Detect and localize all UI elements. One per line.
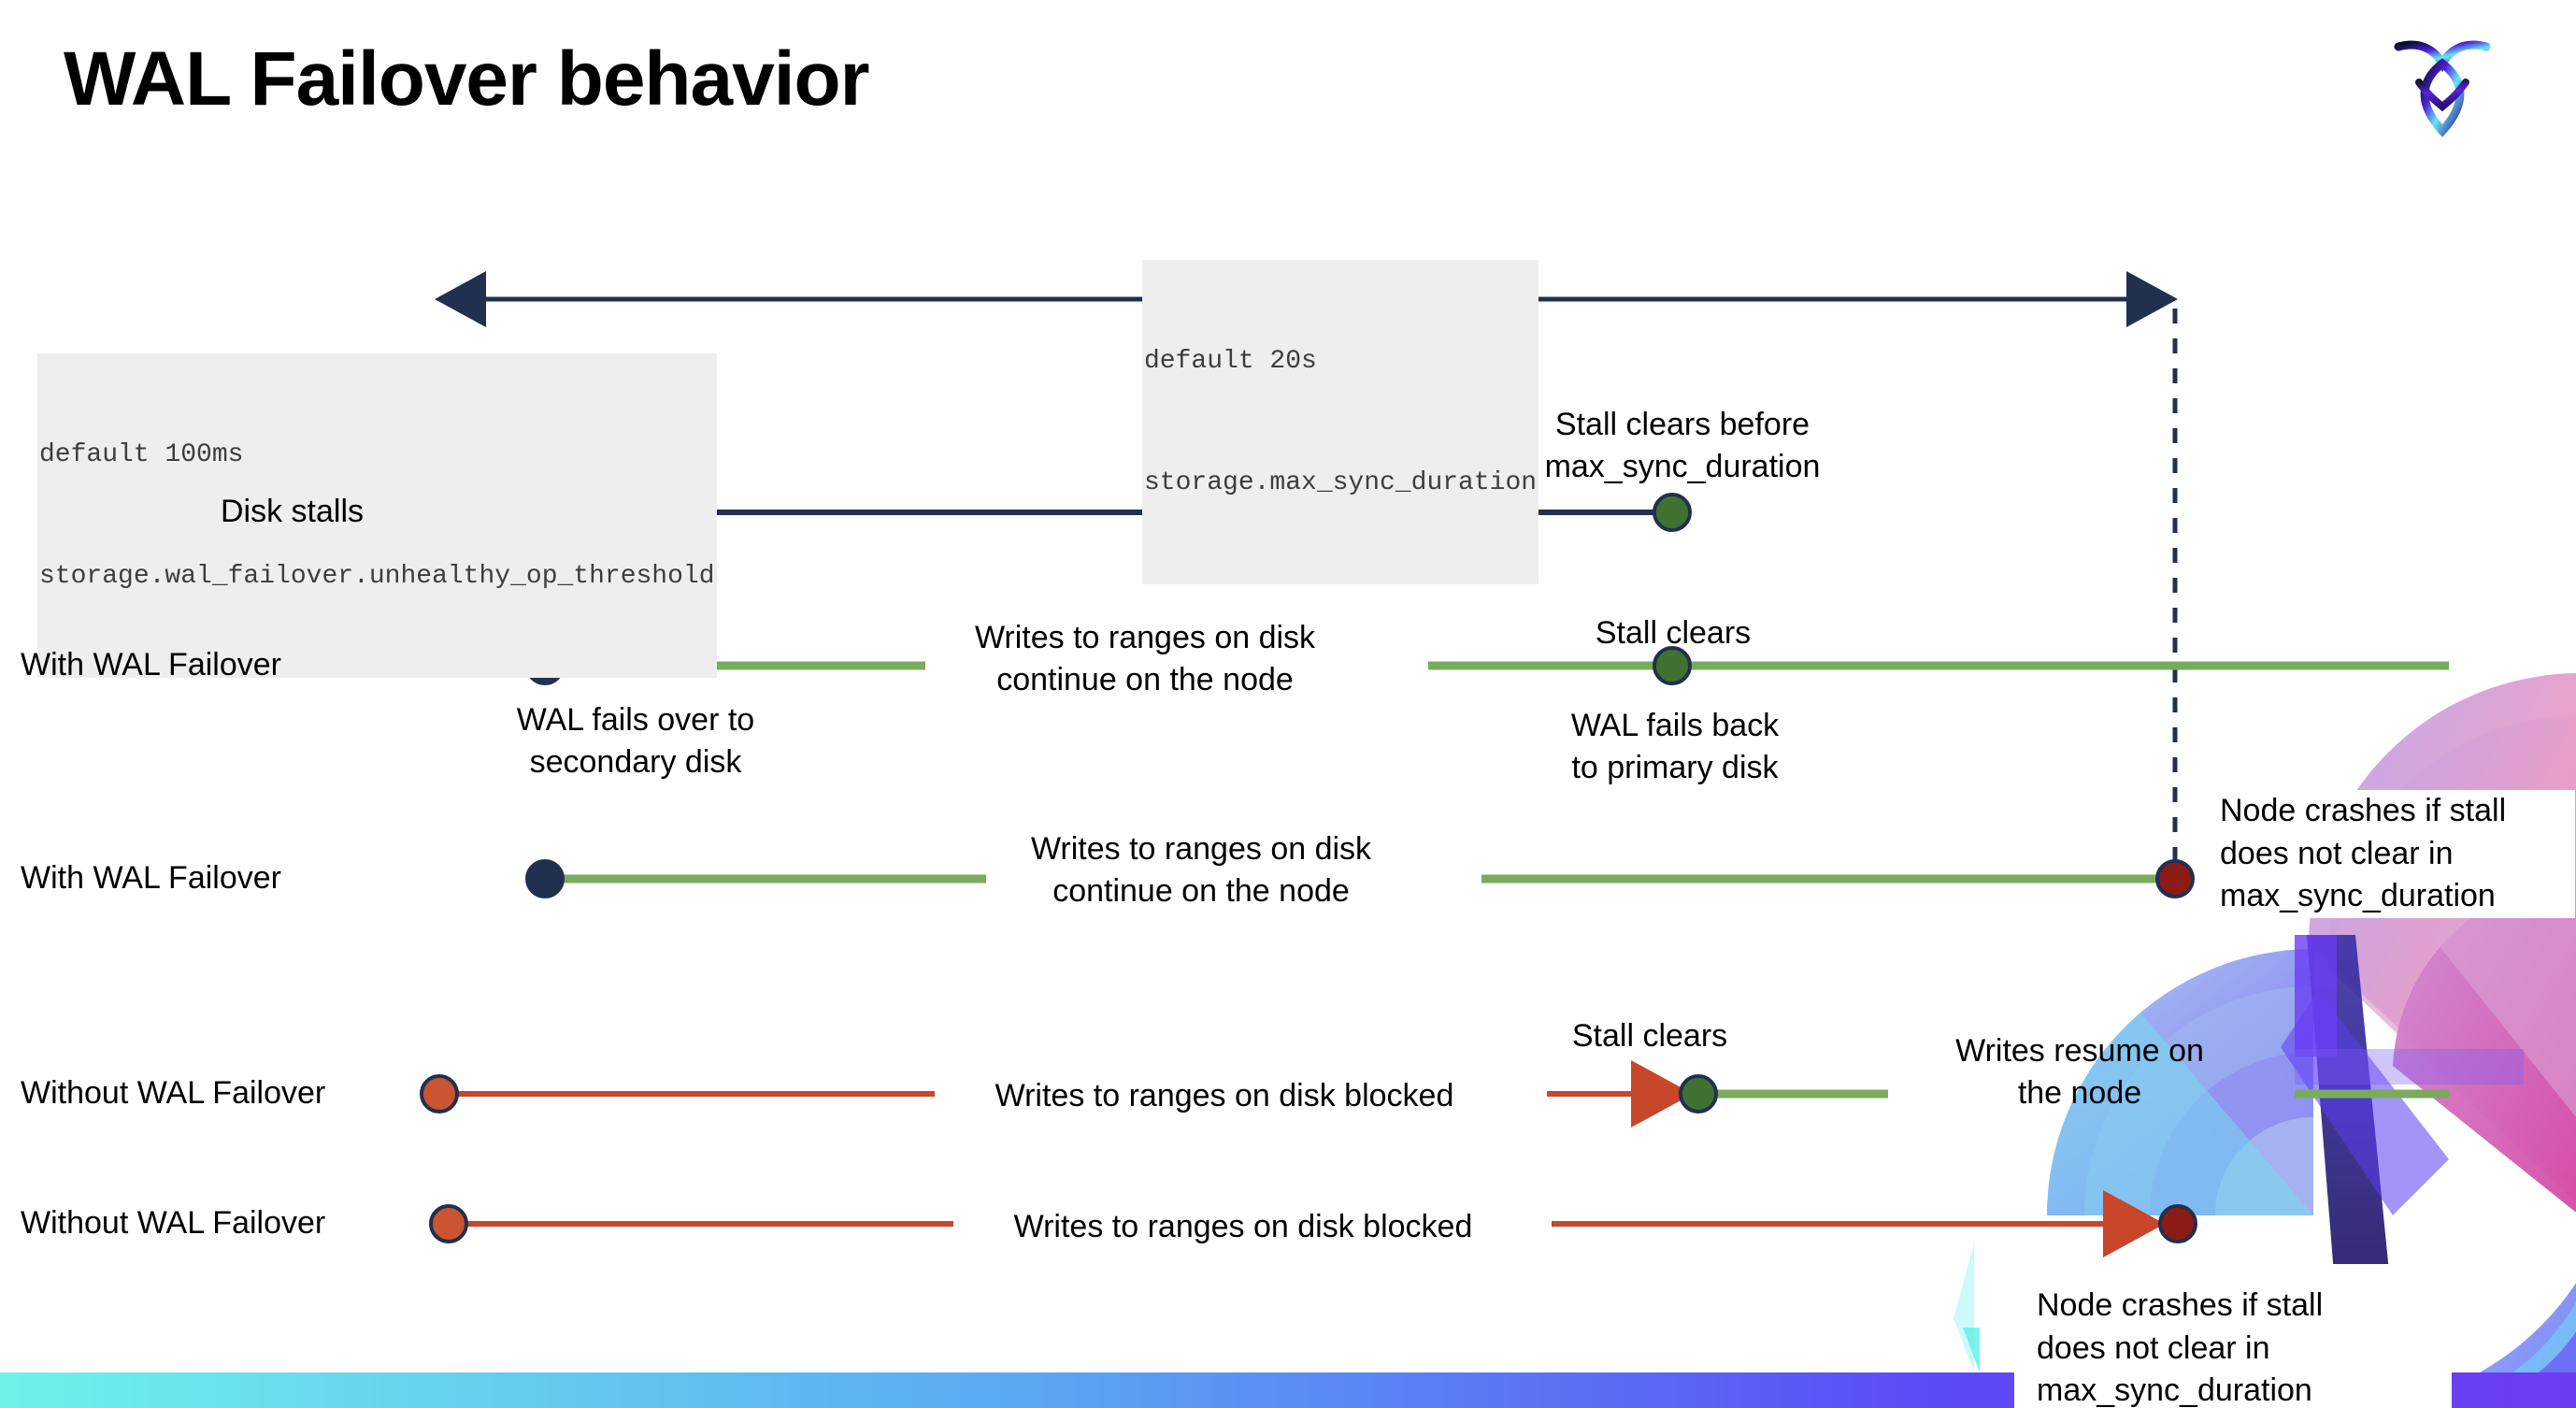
max-sync-duration-annotation: default 20s storage.max_sync_duration [1142, 260, 1539, 585]
note-writes-blocked-2: Writes to ranges on disk blocked [1013, 1209, 1473, 1244]
row-without-wal-failover-2-track [429, 1190, 2197, 1257]
marker-wal-fails-over-row3 [525, 859, 565, 898]
marker-node-crash-row5 [2158, 1204, 2197, 1243]
marker-stall-start-row5 [429, 1204, 468, 1243]
marker-node-crash-row3 [2155, 859, 2195, 898]
unhealthy-op-threshold-annotation: default 100ms storage.wal_failover.unhea… [37, 353, 717, 679]
marker-stall-clears [1653, 493, 1692, 532]
row-without-wal-failover-1-track [420, 1060, 2449, 1128]
note-writes-blocked-1: Writes to ranges on disk blocked [995, 1078, 1454, 1113]
row-label-without-wal-failover-1: Without WAL Failover [21, 1075, 326, 1111]
row-label-with-wal-failover-2: With WAL Failover [21, 860, 281, 896]
cockroach-labs-logo-icon [2382, 21, 2503, 140]
row-label-with-wal-failover-1: With WAL Failover [21, 647, 281, 682]
marker-stall-start-row4 [420, 1074, 459, 1113]
unhealthy-op-setting-text: storage.wal_failover.unhealthy_op_thresh… [39, 555, 715, 597]
row-with-wal-failover-1-track [525, 646, 2449, 685]
note-stall-clears-1: Stall clears [1595, 615, 1752, 651]
note-stall-clears-2: Stall clears [1571, 1018, 1728, 1054]
note-writes-resume: Writes resume on the node [1955, 1033, 2204, 1111]
note-writes-continue-1: Writes to ranges on disk continue on the… [974, 620, 1316, 697]
note-node-crashes-1: Node crashes if stall does not clear in … [2220, 790, 2575, 918]
note-node-crashes-2-overlay: Node crashes if stall does not clear in … [2014, 1264, 2452, 1408]
note-stall-clears-before: Stall clears before max_sync_duration [1544, 407, 1821, 484]
row-label-without-wal-failover-2: Without WAL Failover [21, 1205, 326, 1241]
note-wal-fails-back: WAL fails back to primary disk [1570, 708, 1780, 785]
max-sync-default-text: default 20s [1144, 340, 1317, 382]
row-label-disk-stalls: Disk stalls [221, 494, 365, 529]
max-sync-setting-text: storage.max_sync_duration [1144, 462, 1538, 504]
page-title: WAL Failover behavior [64, 36, 870, 122]
note-wal-fails-over: WAL fails over to secondary disk [516, 702, 755, 780]
marker-stall-clears-row4 [1679, 1074, 1718, 1113]
unhealthy-op-default-text: default 100ms [39, 434, 244, 476]
marker-stall-clears-row2 [1653, 646, 1692, 685]
note-writes-continue-2: Writes to ranges on disk continue on the… [1030, 831, 1372, 909]
row-with-wal-failover-2-track [525, 859, 2195, 898]
